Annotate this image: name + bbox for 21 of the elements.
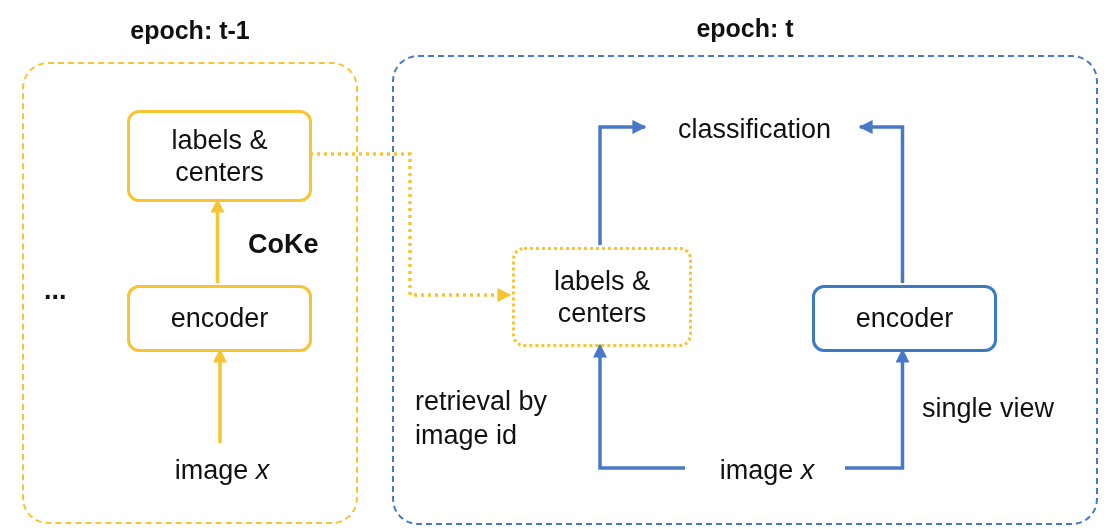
box-label: labels & centers: [552, 264, 652, 330]
group-title: epoch: t-1: [129, 16, 251, 45]
process-box: [512, 247, 692, 347]
arrow: [598, 120, 647, 245]
node-label: image x: [719, 453, 815, 487]
box-label: encoder: [170, 302, 269, 335]
edge-label: single view: [922, 392, 1056, 425]
box-label: encoder: [855, 302, 954, 335]
node-label: classification: [677, 112, 832, 146]
arrow: [310, 152, 512, 302]
edge-label: CoKe: [248, 228, 320, 261]
node-label: image x: [174, 453, 270, 487]
box-label: labels & centers: [170, 123, 269, 189]
edge-label: retrieval by image id: [415, 385, 549, 452]
process-box: [127, 285, 312, 352]
group-title: epoch: t: [695, 14, 795, 43]
process-box: [812, 285, 997, 352]
process-box: [127, 110, 312, 202]
ellipsis-label: ...: [44, 274, 67, 307]
arrow: [858, 120, 905, 283]
arrow: [593, 343, 685, 470]
